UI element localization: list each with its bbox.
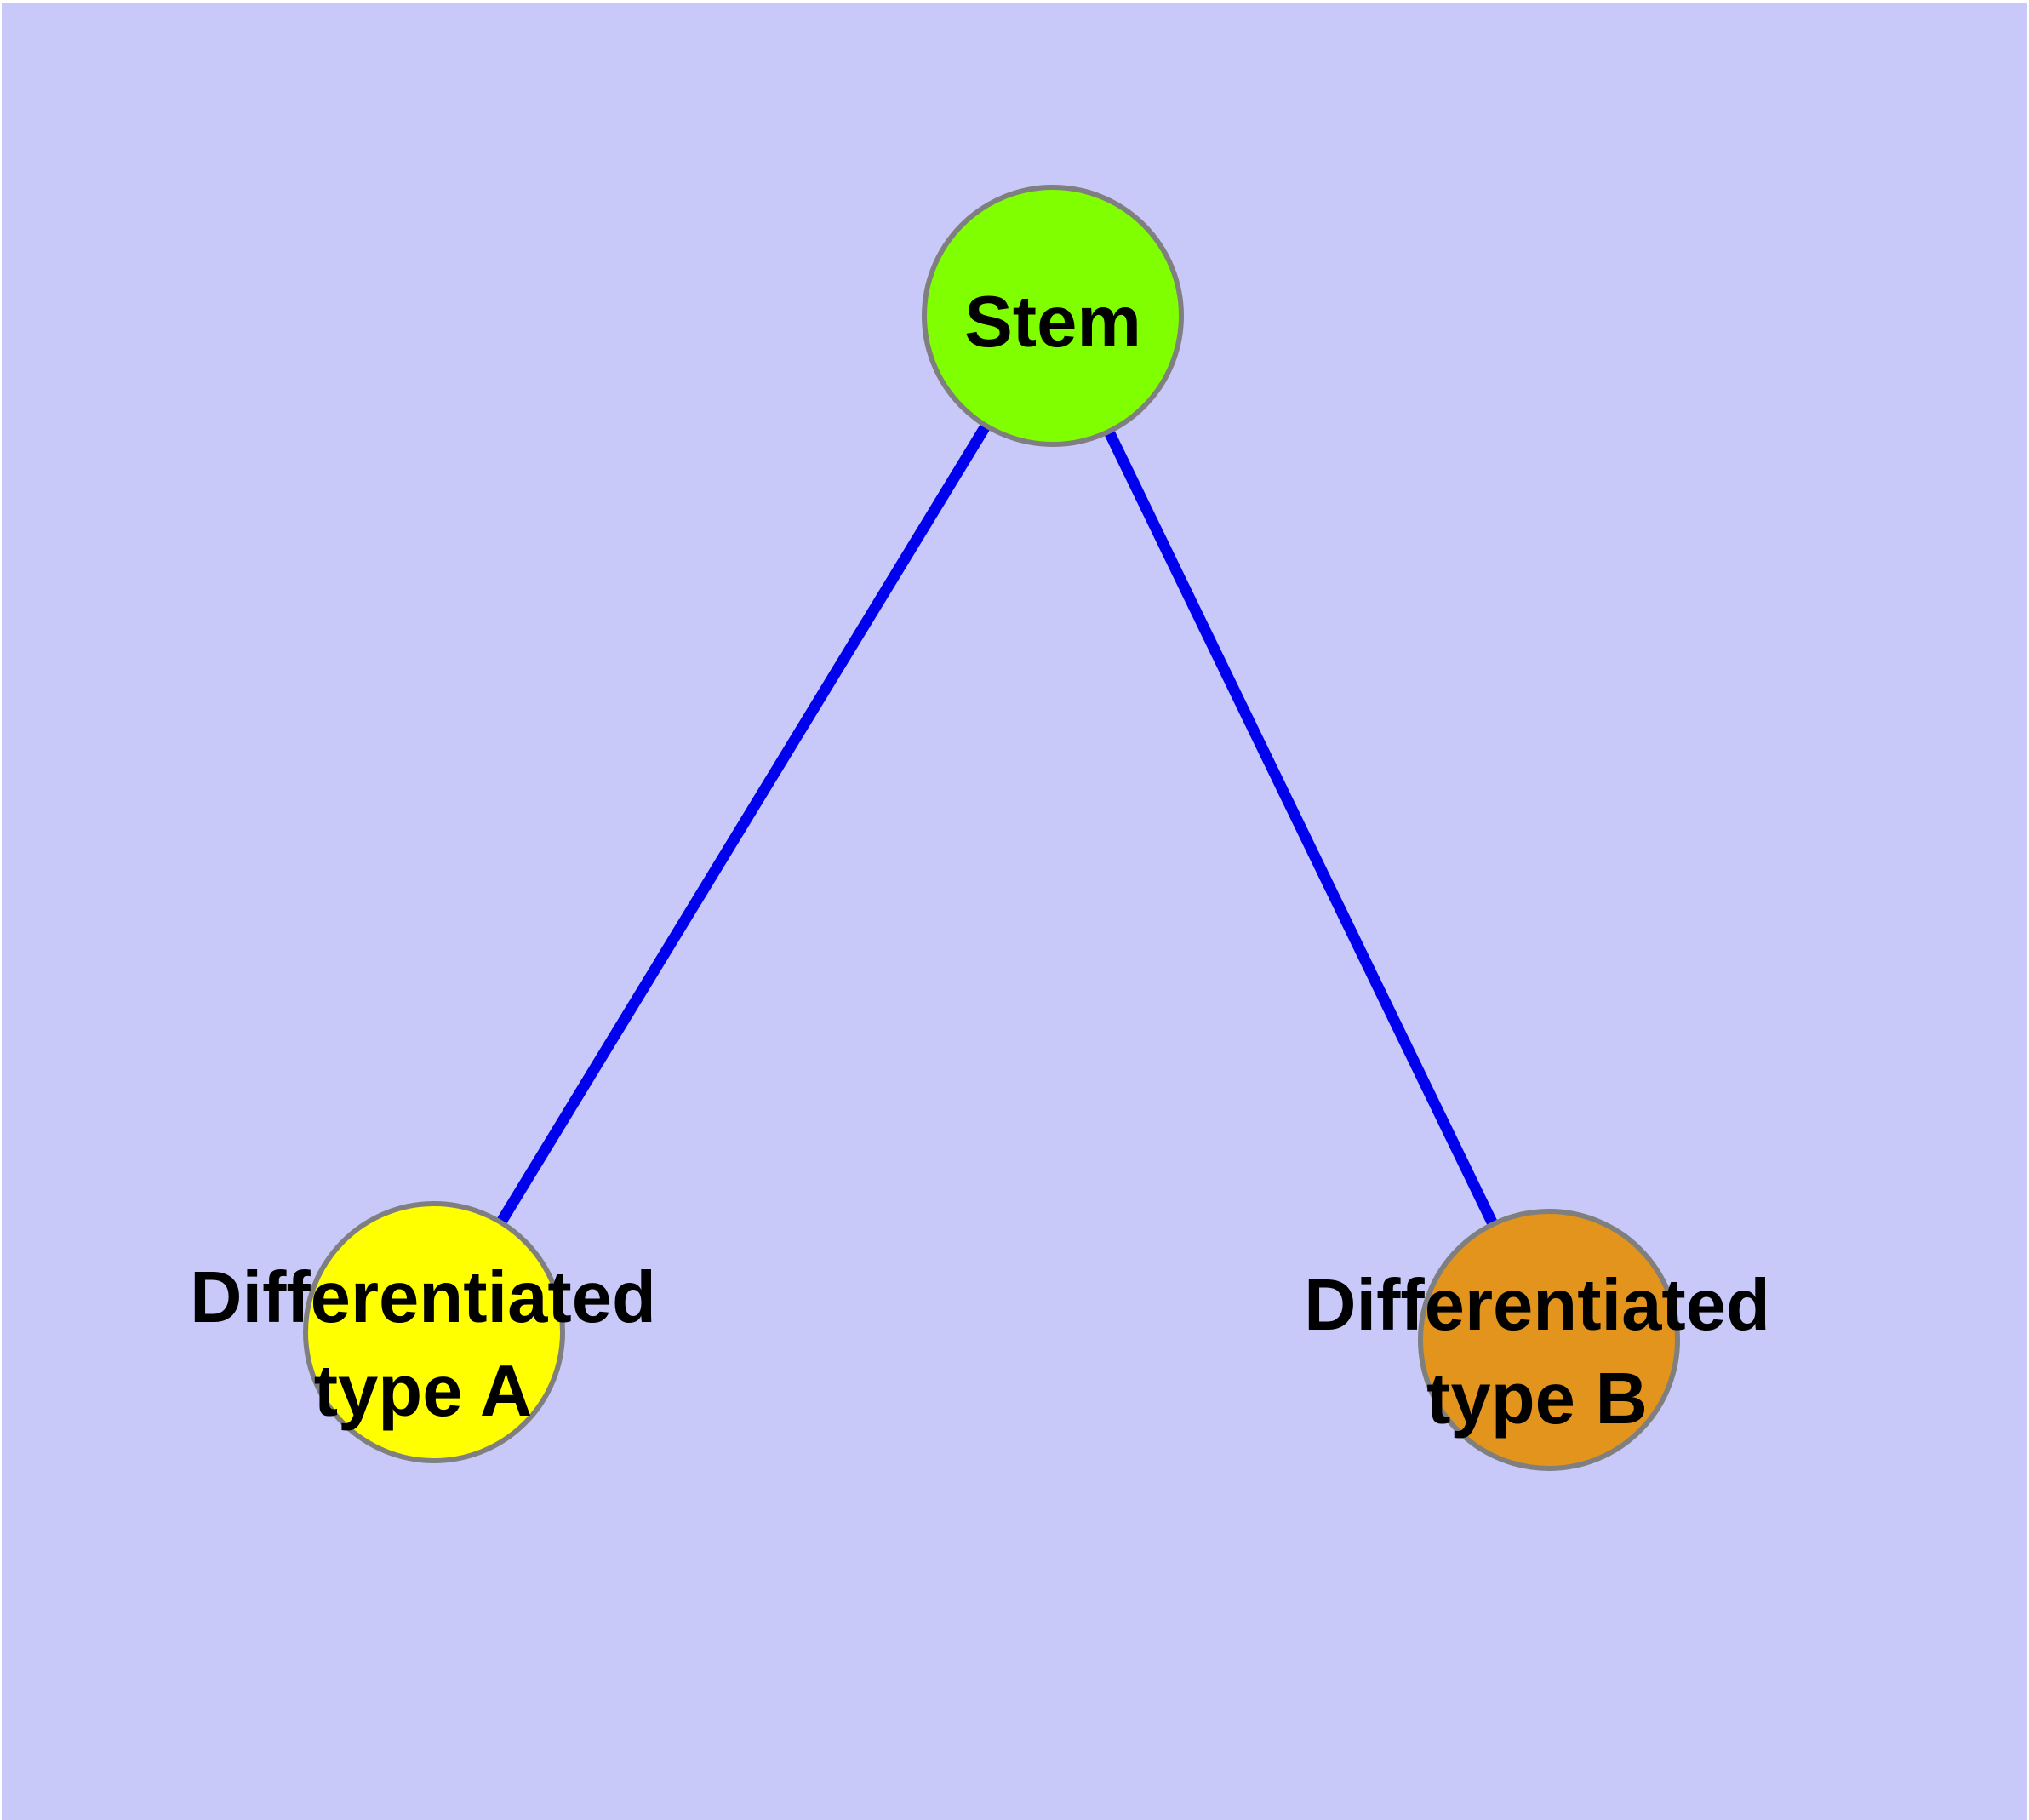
edge-stem-to-diff-b xyxy=(1048,313,1554,1342)
node-stem-label-line-1: Stem xyxy=(964,282,1141,363)
node-diff-a-label-line-1: Differentiated xyxy=(190,1257,656,1338)
node-stem-circle xyxy=(922,185,1184,447)
node-diff-b: Differentiated type B xyxy=(1304,1209,1770,1471)
node-stem: Stem xyxy=(922,185,1184,447)
node-stem-label: Stem xyxy=(964,282,1141,363)
node-diff-b-label-line-2: type B xyxy=(1426,1359,1648,1439)
node-diff-a: Differentiated type A xyxy=(190,1201,656,1463)
node-diff-b-label: Differentiated type B xyxy=(1304,1265,1770,1439)
node-diff-a-label-line-2: type A xyxy=(314,1351,533,1432)
node-diff-b-circle xyxy=(1418,1209,1680,1471)
edge-stem-to-diff-a xyxy=(429,312,1058,1336)
node-diff-b-label-line-1: Differentiated xyxy=(1304,1265,1770,1346)
node-diff-a-label: Differentiated type A xyxy=(190,1257,656,1432)
node-diff-a-circle xyxy=(303,1201,565,1463)
